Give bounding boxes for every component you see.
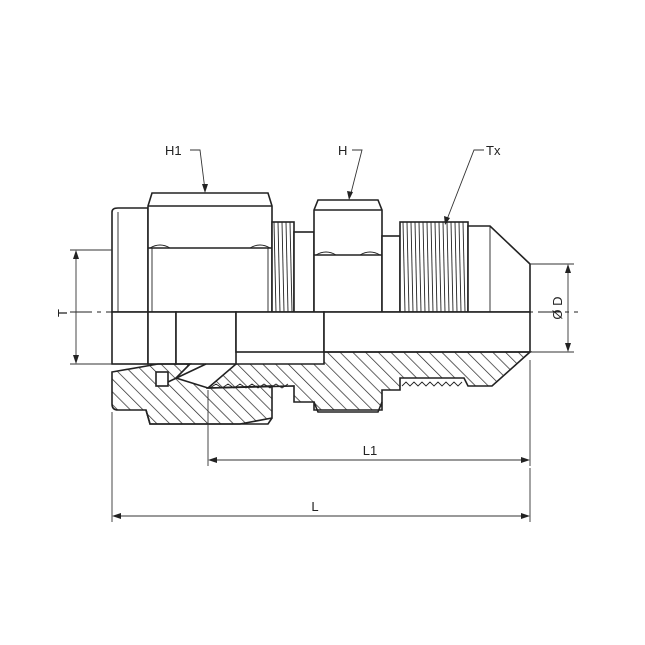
label-tx: Tx xyxy=(486,143,501,158)
external-view xyxy=(111,192,531,313)
label-d: Ø D xyxy=(550,296,565,319)
dimension-l: L xyxy=(111,412,531,522)
label-h1: H1 xyxy=(165,143,182,158)
label-h-group: H xyxy=(338,143,363,200)
ferrule-detail xyxy=(155,371,169,387)
dimension-d: Ø D xyxy=(530,263,574,353)
hex-h1 xyxy=(147,192,273,313)
label-tx-group: Tx xyxy=(444,143,501,225)
thread-tx xyxy=(399,221,469,313)
neck xyxy=(293,231,315,313)
nut-rear-body xyxy=(111,207,149,313)
label-l1: L1 xyxy=(363,443,377,458)
label-l: L xyxy=(311,499,318,514)
section-body-hatched xyxy=(205,351,533,411)
flare-tip xyxy=(467,225,531,313)
label-h: H xyxy=(338,143,347,158)
dimension-l1: L1 xyxy=(207,360,531,466)
dimension-t: T xyxy=(55,249,112,365)
neck-2 xyxy=(381,235,401,313)
hex-h xyxy=(313,199,383,313)
label-t: T xyxy=(55,309,70,317)
section-nut-hatched xyxy=(111,363,273,425)
sectional-view xyxy=(111,311,533,425)
section-rear-bore xyxy=(111,311,149,365)
label-h1-group: H1 xyxy=(165,143,208,193)
